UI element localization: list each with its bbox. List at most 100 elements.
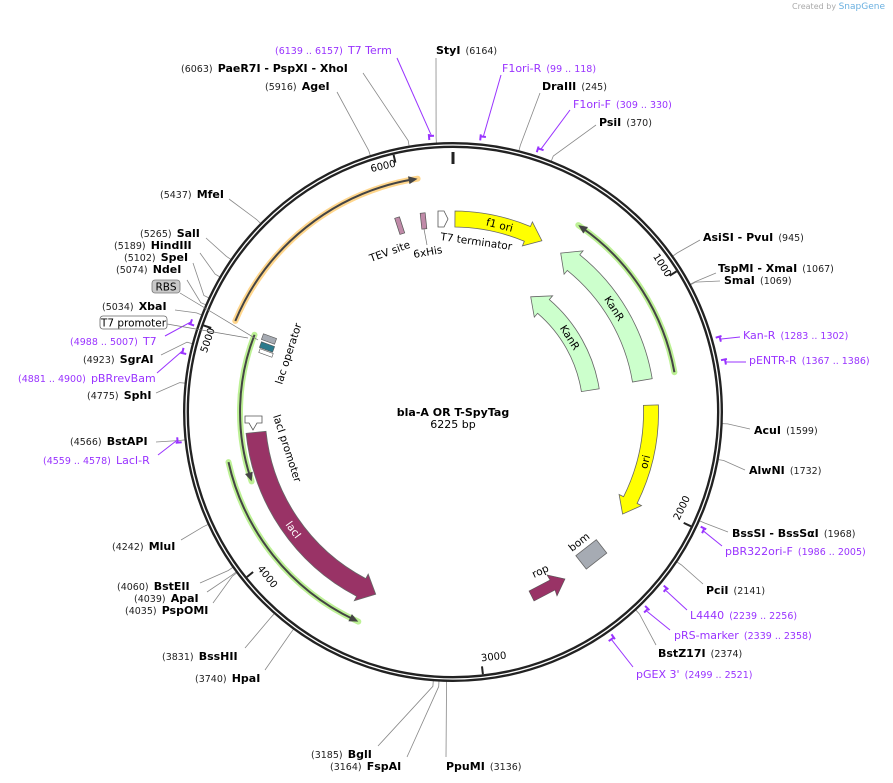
feature-arc-6[interactable] <box>237 331 258 485</box>
site-xbai[interactable]: (5034) XbaI <box>102 295 167 314</box>
primer-laci-r[interactable]: (4559 .. 4578) LacI-R <box>43 449 150 468</box>
site-smai[interactable]: SmaI (1069) <box>724 269 792 288</box>
site-agei[interactable]: (5916) AgeI <box>265 75 330 94</box>
bom-feature[interactable]: bom <box>566 531 608 570</box>
site-mfei[interactable]: (5437) MfeI <box>160 183 224 202</box>
site-bgli[interactable]: (3185) BglI <box>311 743 372 762</box>
site-label[interactable]: (4566) BstAPI <box>70 430 148 449</box>
site-label[interactable]: AsiSI - PvuI (945) <box>703 226 804 245</box>
site-pspomi[interactable]: (4035) PspOMI <box>125 599 208 618</box>
rbs-feature[interactable]: RBS <box>151 279 259 341</box>
site-label[interactable]: AcuI (1599) <box>754 419 818 438</box>
site-label[interactable]: (5102) SpeI <box>124 246 188 265</box>
primer-pbr322ori-f[interactable]: pBR322ori-F (1986 .. 2005) <box>725 540 866 559</box>
primer-l4440[interactable]: L4440 (2239 .. 2256) <box>690 604 797 623</box>
feature-ori-4[interactable]: ori <box>618 404 659 515</box>
site-label[interactable]: (5265) SalI <box>140 222 200 241</box>
site-label[interactable]: (5437) MfeI <box>160 183 224 202</box>
primer-label[interactable]: Kan-R (1283 .. 1302) <box>743 324 848 343</box>
site-label[interactable]: DraIII (245) <box>542 75 607 94</box>
site-label[interactable]: (3831) BssHII <box>162 645 238 664</box>
lac-operator-feature[interactable]: lac operator <box>258 321 305 386</box>
site-draiii[interactable]: DraIII (245) <box>542 75 607 94</box>
site-label[interactable]: (6063) PaeR7I - PspXI - XhoI <box>181 57 348 76</box>
site-bsshii[interactable]: (3831) BssHII <box>162 645 238 664</box>
primer-kan-r[interactable]: Kan-R (1283 .. 1302) <box>743 324 848 343</box>
site-sphi[interactable]: (4775) SphI <box>87 384 151 403</box>
primer-t7[interactable]: (6139 .. 6157) T7 Term <box>275 39 392 58</box>
site-label[interactable]: (5189) HindIII <box>114 234 192 253</box>
site-ndei[interactable]: (5074) NdeI <box>116 258 181 277</box>
his-tag-feature[interactable]: 6xHis <box>412 212 443 261</box>
site-label[interactable]: (3164) FspAI <box>330 755 401 774</box>
primer-label[interactable]: F1ori-F (309 .. 330) <box>573 93 672 112</box>
primer-label[interactable]: pENTR-R (1367 .. 1386) <box>749 349 870 368</box>
primer-label[interactable]: (4559 .. 4578) LacI-R <box>43 449 150 468</box>
primer-pentr-r[interactable]: pENTR-R (1367 .. 1386) <box>749 349 870 368</box>
site-psii[interactable]: PsiI (370) <box>599 111 652 130</box>
site-mlui[interactable]: (4242) MluI <box>112 535 175 554</box>
site-label[interactable]: (5034) XbaI <box>102 295 167 314</box>
site-label[interactable]: PpuMI (3136) <box>446 755 522 774</box>
site-label[interactable]: BssSI - BssSαI (1968) <box>732 522 855 541</box>
site-label[interactable]: AlwNI (1732) <box>749 459 821 478</box>
primer-label[interactable]: pBR322ori-F (1986 .. 2005) <box>725 540 866 559</box>
site-label[interactable]: PciI (2141) <box>706 579 765 598</box>
primer-t7[interactable]: (4988 .. 5007) T7 <box>70 330 157 349</box>
primer-label[interactable]: (4881 .. 4900) pBRrevBam <box>18 367 156 386</box>
feature-arc-8[interactable] <box>232 175 421 324</box>
site-label[interactable]: BstZ17I (2374) <box>658 642 742 661</box>
site-tspmi[interactable]: TspMI - XmaI (1067) <box>718 257 834 276</box>
primer-label[interactable]: L4440 (2239 .. 2256) <box>690 604 797 623</box>
primer-f1ori-r[interactable]: F1ori-R (99 .. 118) <box>502 57 596 76</box>
site-label[interactable]: (4242) MluI <box>112 535 175 554</box>
site-hpai[interactable]: (3740) HpaI <box>195 667 260 686</box>
primer-label[interactable]: (6139 .. 6157) T7 Term <box>275 39 392 58</box>
site-bstapi[interactable]: (4566) BstAPI <box>70 430 148 449</box>
site-bstz17i[interactable]: BstZ17I (2374) <box>658 642 742 661</box>
site-sali[interactable]: (5265) SalI <box>140 222 200 241</box>
site-label[interactable]: (3740) HpaI <box>195 667 260 686</box>
primer-label[interactable]: pRS-marker (2339 .. 2358) <box>674 624 812 643</box>
site-paer7i[interactable]: (6063) PaeR7I - PspXI - XhoI <box>181 57 348 76</box>
site-ppumi[interactable]: PpuMI (3136) <box>446 755 522 774</box>
feature-laci-5[interactable]: lacI <box>245 430 377 602</box>
site-label[interactable]: (4035) PspOMI <box>125 599 208 618</box>
primer-f1ori-f[interactable]: F1ori-F (309 .. 330) <box>573 93 672 112</box>
site-bsteii[interactable]: (4060) BstEII <box>117 575 190 594</box>
site-bsssi[interactable]: BssSI - BssSαI (1968) <box>732 522 855 541</box>
site-label[interactable]: (5916) AgeI <box>265 75 330 94</box>
site-label[interactable]: (3185) BglI <box>311 743 372 762</box>
primer-pbrrevbam[interactable]: (4881 .. 4900) pBRrevBam <box>18 367 156 386</box>
site-spei[interactable]: (5102) SpeI <box>124 246 188 265</box>
site-asisi[interactable]: AsiSI - PvuI (945) <box>703 226 804 245</box>
feature-kanr-3[interactable]: KanR <box>530 295 600 393</box>
feature-arc-1[interactable] <box>575 222 678 376</box>
rop-feature[interactable]: rop <box>528 562 566 602</box>
primer-label[interactable]: (4988 .. 5007) T7 <box>70 330 157 349</box>
site-acui[interactable]: AcuI (1599) <box>754 419 818 438</box>
site-fspai[interactable]: (3164) FspAI <box>330 755 401 774</box>
feature-f1-ori-0[interactable]: f1 ori <box>454 210 543 247</box>
primer-label[interactable]: pGEX 3' (2499 .. 2521) <box>636 663 752 682</box>
tev-site-feature[interactable]: TEV site <box>367 216 412 265</box>
primer-pgex[interactable]: pGEX 3' (2499 .. 2521) <box>636 663 752 682</box>
site-styi[interactable]: StyI (6164) <box>436 39 497 58</box>
site-label[interactable]: (4775) SphI <box>87 384 151 403</box>
feature-arc-7[interactable] <box>225 459 362 625</box>
site-label[interactable]: (5074) NdeI <box>116 258 181 277</box>
site-label[interactable]: SmaI (1069) <box>724 269 792 288</box>
primer-prs-marker[interactable]: pRS-marker (2339 .. 2358) <box>674 624 812 643</box>
site-label[interactable]: (4039) ApaI <box>134 587 199 606</box>
site-hindiii[interactable]: (5189) HindIII <box>114 234 192 253</box>
site-apai[interactable]: (4039) ApaI <box>134 587 199 606</box>
t7-promoter-feature[interactable]: T7 promoter <box>99 315 249 339</box>
site-sgrai[interactable]: (4923) SgrAI <box>83 348 154 367</box>
site-label[interactable]: StyI (6164) <box>436 39 497 58</box>
site-pcii[interactable]: PciI (2141) <box>706 579 765 598</box>
site-label[interactable]: TspMI - XmaI (1067) <box>718 257 834 276</box>
site-label[interactable]: PsiI (370) <box>599 111 652 130</box>
site-label[interactable]: (4923) SgrAI <box>83 348 154 367</box>
site-label[interactable]: (4060) BstEII <box>117 575 190 594</box>
site-alwni[interactable]: AlwNI (1732) <box>749 459 821 478</box>
